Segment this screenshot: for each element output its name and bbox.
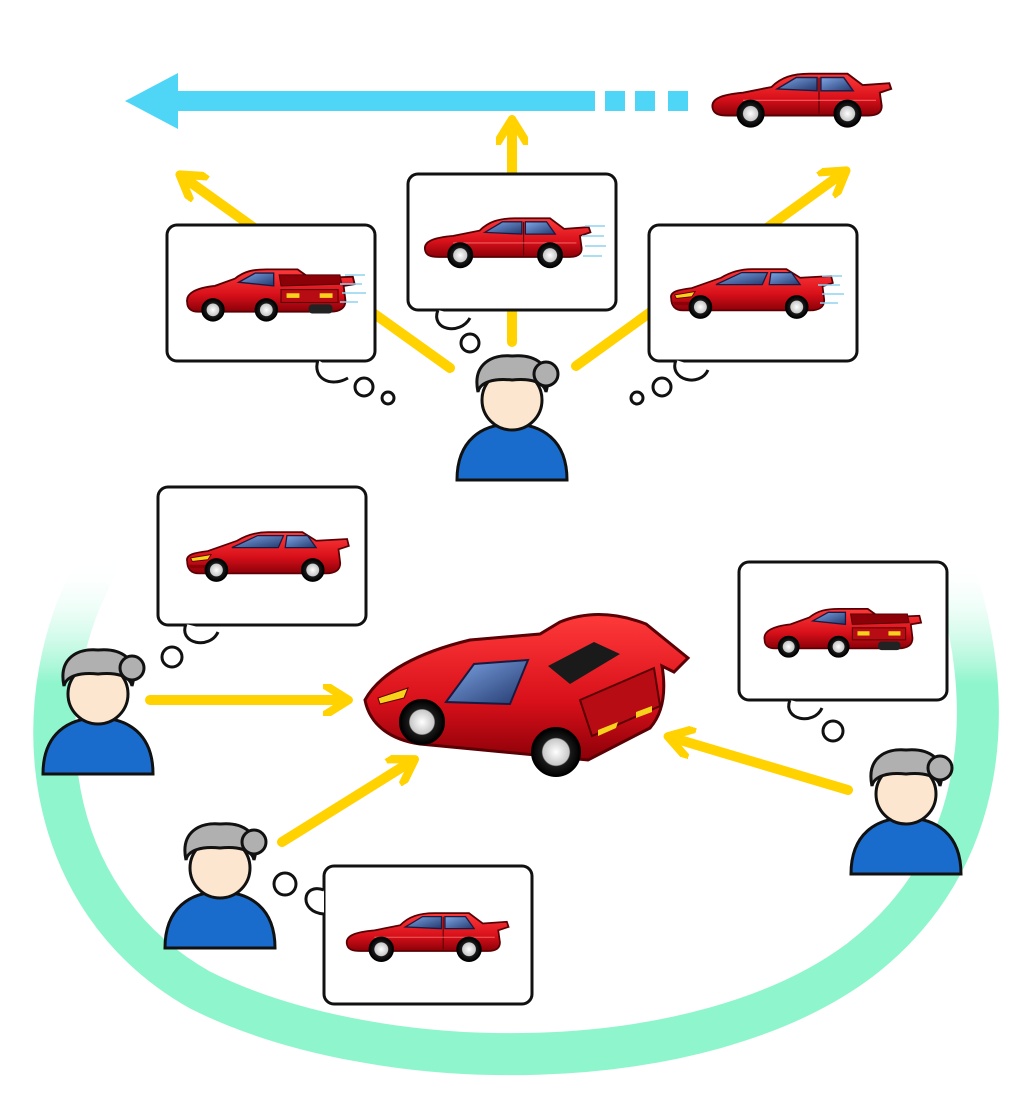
goal-car: [711, 72, 893, 128]
thought-bubble-left-observer: [156, 485, 368, 669]
bottom-observer-person-icon: [163, 822, 277, 950]
arrow-bottom-to-car: [277, 766, 404, 847]
thought-bubble-rear-view: [165, 223, 396, 406]
speed-lines: [340, 274, 366, 303]
thought-bubble-side-view: [406, 172, 618, 354]
convergent-arrows: [145, 700, 853, 847]
speed-lines: [582, 225, 606, 257]
arrow-right-to-car: [680, 740, 853, 795]
thought-bubble-right-observer: [737, 560, 949, 743]
consensus-ring: [33, 539, 999, 1076]
speed-lines: [818, 275, 844, 304]
thought-bubble-front-view: [629, 223, 859, 406]
divergent-observer-person-icon: [455, 354, 569, 482]
thought-bubble-bottom-observer: [272, 864, 534, 1006]
central-3d-car: [363, 613, 691, 777]
progress-arrow: [125, 73, 688, 129]
